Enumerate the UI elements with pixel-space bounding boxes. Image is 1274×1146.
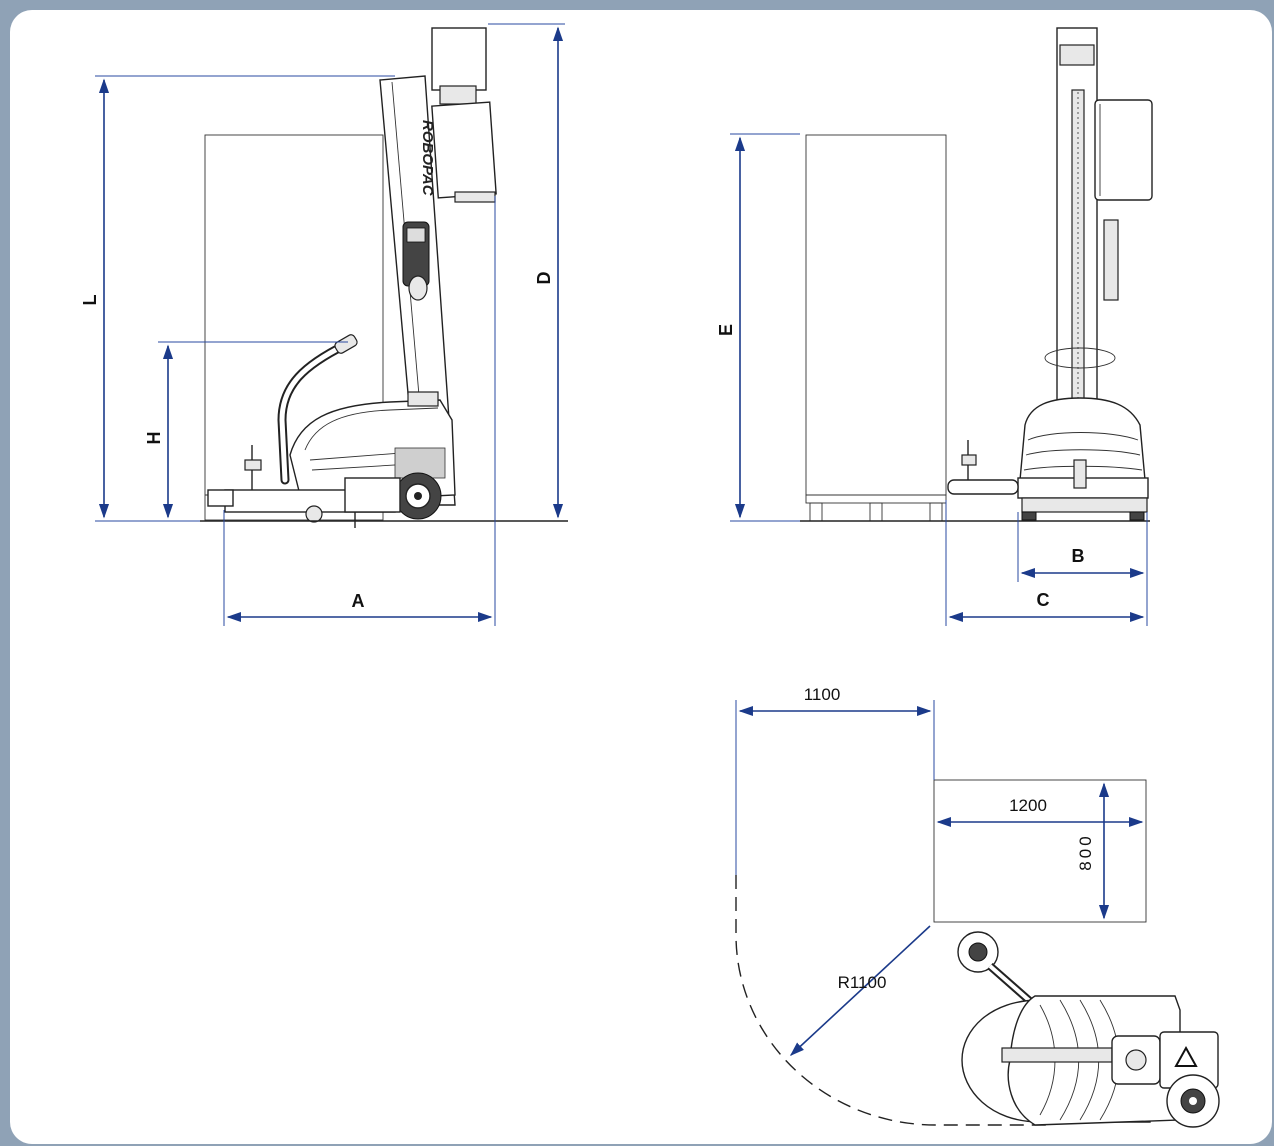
front-view: E B C <box>716 27 1153 626</box>
paper-background <box>10 10 1272 1144</box>
front-base <box>947 397 1149 521</box>
dim-pallet-width-800: 800 <box>1076 833 1095 870</box>
top-machine <box>957 931 1220 1128</box>
dim-label-L: L <box>80 295 100 306</box>
side-view: ROBOPAC <box>80 23 568 626</box>
dim-label-E: E <box>716 324 736 336</box>
dim-pallet-length-1200: 1200 <box>1009 796 1047 815</box>
turning-path-dashed <box>735 875 1050 1126</box>
top-pallet-footprint <box>933 779 1147 923</box>
dim-turn-radius-R1100: R1100 <box>838 973 887 992</box>
warning-triangle-icon <box>1174 1045 1198 1067</box>
side-base <box>207 334 456 528</box>
dim-label-H: H <box>144 432 164 445</box>
side-pallet-load <box>204 134 384 521</box>
dim-label-A: A <box>352 591 365 611</box>
dim-label-B: B <box>1072 546 1085 566</box>
top-view: 1100 1200 800 R1100 <box>735 685 1220 1128</box>
dim-label-C: C <box>1037 590 1050 610</box>
brand-logo: ROBOPAC <box>419 120 436 197</box>
dim-clearance-1100: 1100 <box>804 685 841 704</box>
front-mast <box>1044 27 1153 469</box>
dim-label-D: D <box>534 272 554 285</box>
